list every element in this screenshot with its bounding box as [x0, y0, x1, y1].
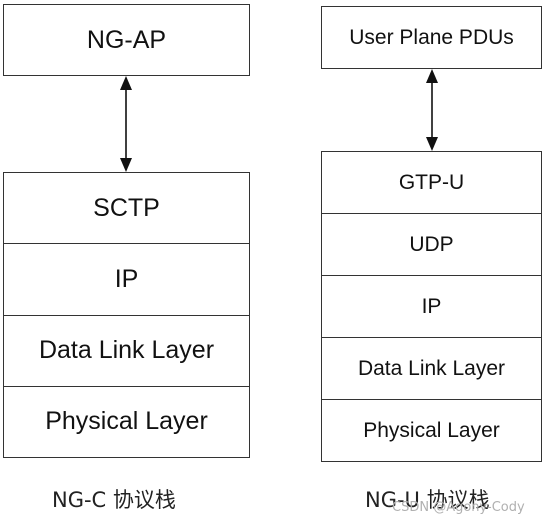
ngc-layer-label: Physical Layer [45, 407, 208, 436]
ngu-layer-label: Data Link Layer [357, 356, 506, 380]
double-headed-arrow-icon [120, 76, 132, 172]
ngu-layer-label: Physical Layer [363, 418, 500, 442]
ngu-top-layer-box: User Plane PDUs [321, 6, 542, 69]
ngu-layer-label: UDP [409, 232, 454, 256]
ngu-caption: NG-U 协议栈 [365, 488, 490, 512]
ngc-layer-label: IP [114, 264, 139, 293]
ngu-layer-label: IP [421, 294, 442, 318]
watermark-text: CSDN @Agony-Cody [392, 500, 525, 515]
ngu-layer-stack: GTP-U UDP IP Data Link Layer Physical La… [321, 151, 542, 462]
ngc-caption: NG-C 协议栈 [52, 488, 176, 512]
ngc-top-layer-box: NG-AP [3, 4, 250, 76]
ngc-layer-physical: Physical Layer [4, 387, 249, 457]
ngc-layer-label: Data Link Layer [38, 336, 215, 365]
ngc-top-layer-label: NG-AP [86, 25, 167, 54]
ngc-layer-ip: IP [4, 244, 249, 316]
ngc-layer-label: SCTP [93, 193, 160, 222]
ngu-layer-ip: IP [322, 276, 541, 338]
ngu-layer-label: GTP-U [398, 170, 465, 194]
ngu-layer-gtp-u: GTP-U [322, 152, 541, 214]
double-headed-arrow-icon [426, 69, 438, 151]
ngc-layer-stack: SCTP IP Data Link Layer Physical Layer [3, 172, 250, 458]
ngu-layer-data-link: Data Link Layer [322, 338, 541, 400]
ngc-layer-sctp: SCTP [4, 173, 249, 245]
ngu-top-layer-label: User Plane PDUs [349, 25, 514, 49]
ngu-layer-udp: UDP [322, 214, 541, 276]
ngu-layer-physical: Physical Layer [322, 400, 541, 461]
ngc-layer-data-link: Data Link Layer [4, 316, 249, 387]
